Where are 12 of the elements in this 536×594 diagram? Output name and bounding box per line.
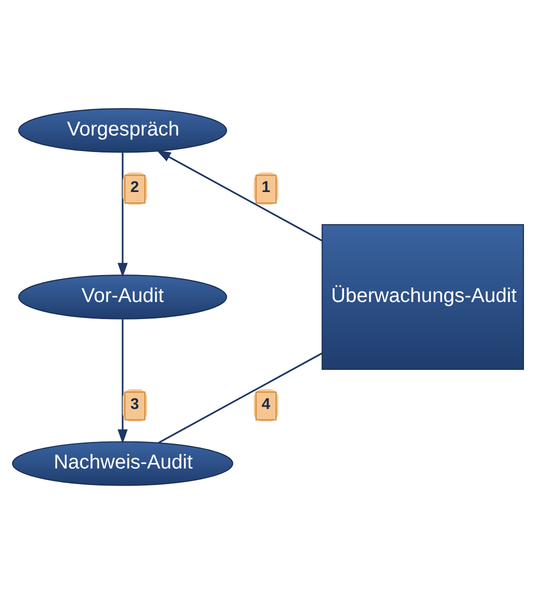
edge-label: 2 <box>130 179 140 196</box>
node-ellipse: Vorgespräch <box>18 108 228 153</box>
edge-label: 3 <box>130 396 140 413</box>
connector <box>158 352 322 444</box>
node-ellipse: Vor-Audit <box>18 274 228 320</box>
arrow <box>118 319 128 444</box>
edge-label: 4 <box>262 396 270 413</box>
edge-label: 1 <box>262 179 270 196</box>
arrow <box>118 152 128 278</box>
node-ellipse: Nachweis-Audit <box>12 441 234 486</box>
arrow <box>156 150 322 242</box>
node-box: Überwachungs-Audit <box>322 224 524 370</box>
